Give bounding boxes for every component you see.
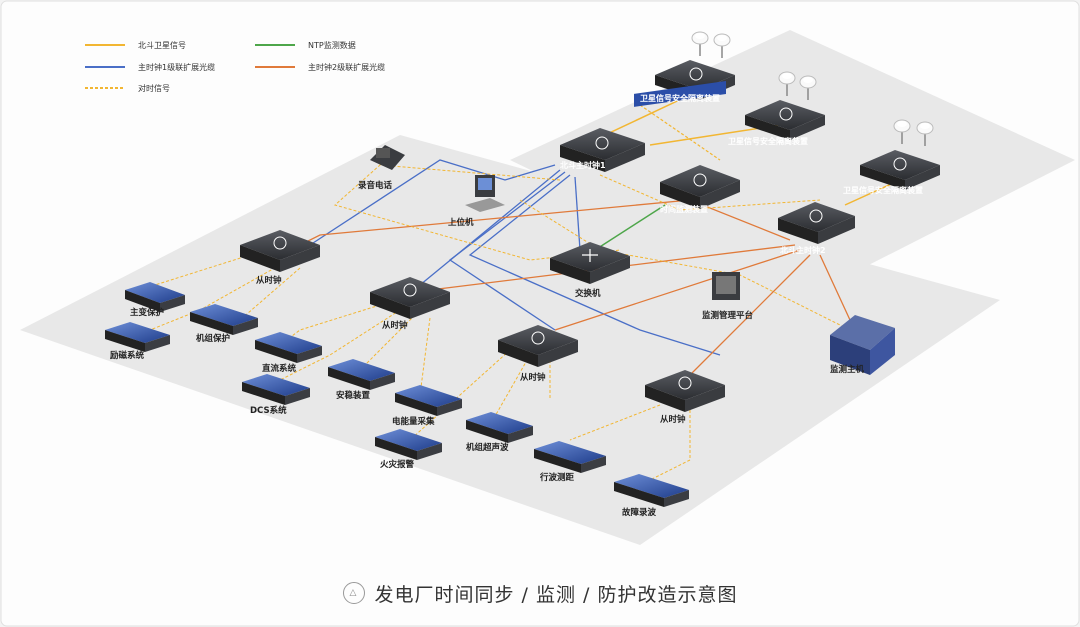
end-device-unit-protection: 机组保护: [190, 304, 258, 344]
time-monitor-device: 时间监测装置: [660, 165, 740, 214]
monitor-host: 监测主机: [830, 315, 895, 375]
slave-clock-3: 从时钟: [498, 325, 578, 383]
end-device-energy-collection: 电能量采集: [392, 385, 462, 427]
end-device-label-9: 机组超声波: [466, 442, 509, 453]
phone-label: 录音电话: [358, 180, 393, 191]
end-device-traveling-wave: 行波测距: [534, 441, 606, 483]
slave-clock-2-label: 从时钟: [382, 320, 408, 331]
master-clock-2: 北斗主时钟2: [778, 202, 855, 255]
end-device-label-8: 火灾报警: [380, 459, 415, 470]
legend-master1-cable: 主时钟1级联扩展光缆: [138, 62, 215, 72]
pc-label: 上位机: [448, 217, 474, 228]
end-device-label-6: 安稳装置: [336, 390, 371, 401]
end-device-fire-alarm: 火灾报警: [375, 429, 442, 470]
monitor-platform: 监测管理平台: [702, 272, 754, 321]
slave-clock-3-label: 从时钟: [520, 372, 546, 383]
end-device-unit-ultrasonic: 机组超声波: [466, 412, 533, 453]
sat-isolation-label-2: 卫星信号安全隔离装置: [728, 136, 808, 146]
sat-isolation-label-1: 卫星信号安全隔离装置: [640, 93, 720, 103]
legend-timing-signal: 对时信号: [138, 83, 170, 93]
end-device-dcs-system: DCS系统: [242, 374, 310, 416]
slave-clock-1-label: 从时钟: [256, 275, 282, 286]
time-monitor-label: 时间监测装置: [660, 204, 708, 214]
legend-beidou: 北斗卫星信号: [138, 40, 186, 50]
end-device-label-3: 机组保护: [196, 333, 231, 344]
slave-clock-2: 从时钟: [370, 277, 450, 331]
end-device-label-11: 故障录波: [622, 507, 657, 518]
end-device-fault-recorder: 故障录波: [614, 474, 689, 518]
sat-isolation-device-2: 卫星信号安全隔离装置: [728, 71, 825, 146]
figure-caption: △ 发电厂时间同步 / 监测 / 防护改造示意图: [0, 576, 1080, 610]
master-clock-1: 北斗主时钟1: [560, 128, 645, 172]
network-switch: 交换机: [550, 242, 630, 299]
monitor-platform-label: 监测管理平台: [702, 310, 754, 321]
end-device-main-transformer-protection: 主变保护: [125, 282, 185, 318]
sat-isolation-device-1: 卫星信号安全隔离装置: [634, 31, 735, 107]
end-device-label-5: DCS系统: [250, 405, 287, 416]
legend-ntp: NTP监测数据: [308, 40, 356, 50]
end-device-excitation-system: 励磁系统: [105, 322, 170, 361]
master-clock-2-label: 北斗主时钟2: [780, 245, 826, 255]
end-device-label-7: 电能量采集: [392, 416, 435, 427]
end-device-label-2: 励磁系统: [110, 350, 145, 361]
end-devices: 主变保护 励磁系统 机组保护 直流系统 DCS系统: [105, 282, 689, 518]
upper-pc: 上位机: [448, 175, 505, 228]
slave-clock-4-label: 从时钟: [660, 414, 686, 425]
monitor-host-label: 监测主机: [830, 364, 865, 375]
legend-master2-cable: 主时钟2级联扩展光缆: [308, 62, 385, 72]
recording-phone: 录音电话: [358, 145, 405, 191]
end-device-dc-system: 直流系统: [255, 332, 322, 374]
end-device-label-1: 主变保护: [130, 307, 165, 318]
sat-isolation-device-3: 卫星信号安全隔离装置: [843, 119, 940, 195]
caption-triangle-icon: △: [342, 582, 365, 604]
switch-label: 交换机: [575, 288, 601, 299]
end-device-stability-device: 安稳装置: [328, 359, 395, 401]
legend: 北斗卫星信号 NTP监测数据 主时钟1级联扩展光缆 主时钟2级联扩展光缆 对时信…: [85, 40, 385, 93]
master-clock-1-label: 北斗主时钟1: [560, 160, 606, 170]
end-device-label-4: 直流系统: [262, 363, 297, 374]
slave-clock-1: 从时钟: [240, 230, 320, 286]
sat-isolation-label-3: 卫星信号安全隔离装置: [843, 185, 923, 195]
slave-clock-4: 从时钟: [645, 370, 725, 425]
caption-text: 发电厂时间同步 / 监测 / 防护改造示意图: [374, 583, 738, 606]
end-device-label-10: 行波测距: [539, 472, 575, 483]
